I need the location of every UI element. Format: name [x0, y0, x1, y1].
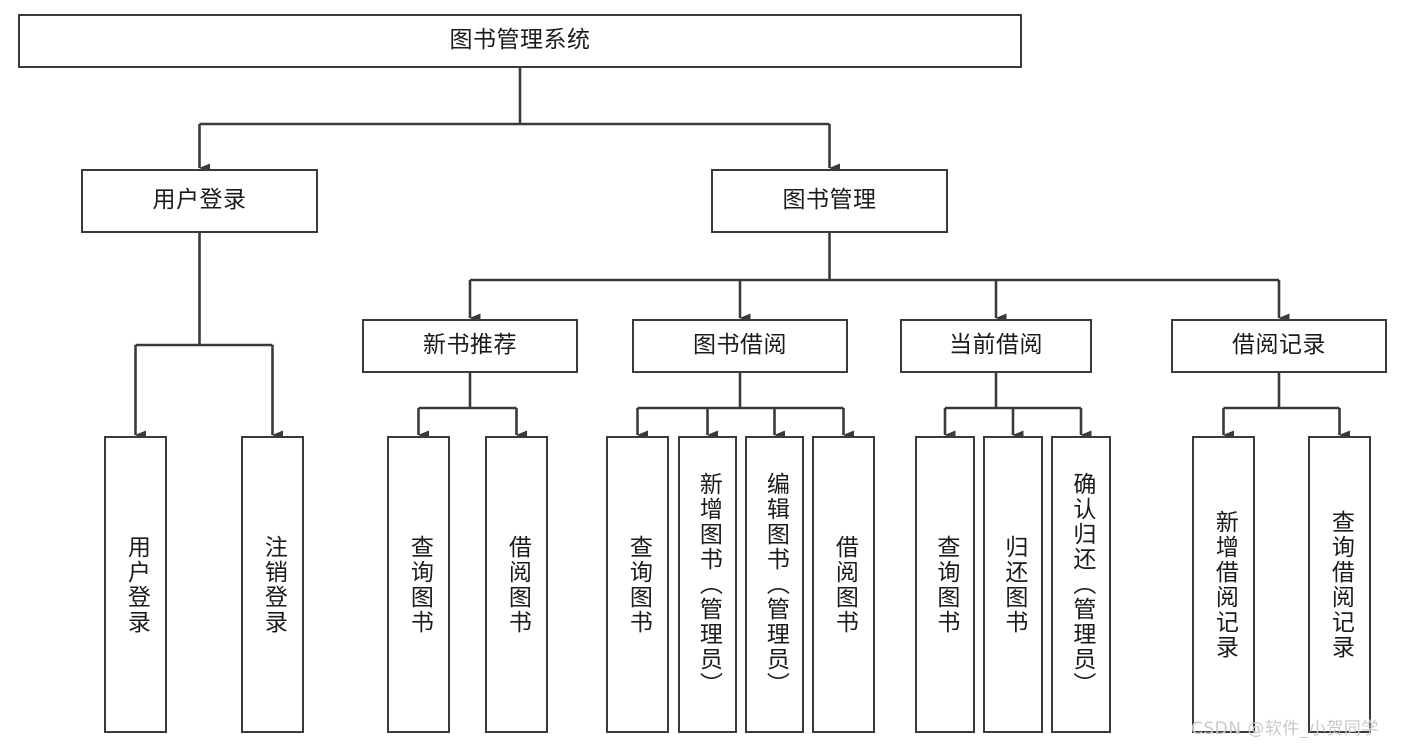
node-label-root: 图书管理系统	[449, 27, 591, 54]
node-label-book-borrow: 图书借阅	[693, 332, 787, 359]
node-user-login[interactable]: 用户登录	[81, 169, 318, 233]
node-leaf-return-book[interactable]: 归还图书	[983, 436, 1043, 733]
node-label-leaf-query-record: 查询借阅记录	[1327, 509, 1354, 660]
node-label-borrow-record: 借阅记录	[1232, 332, 1326, 359]
node-label-leaf-add-book: 新增图书（管理员）	[695, 472, 722, 697]
node-borrow-record[interactable]: 借阅记录	[1171, 319, 1387, 373]
node-label-leaf-borrow-book-1: 借阅图书	[504, 534, 531, 635]
node-label-book-manage: 图书管理	[782, 187, 877, 214]
node-label-user-login: 用户登录	[152, 187, 247, 214]
node-label-leaf-borrow-book-2: 借阅图书	[831, 534, 858, 635]
node-label-leaf-logout: 注销登录	[260, 534, 287, 635]
node-label-leaf-add-record: 新增借阅记录	[1211, 509, 1238, 660]
node-label-leaf-query-book-3: 查询图书	[932, 534, 959, 635]
node-label-current-borrow: 当前借阅	[949, 332, 1043, 359]
node-label-leaf-confirm-return: 确认归还（管理员）	[1068, 472, 1095, 697]
node-label-leaf-edit-book: 编辑图书（管理员）	[762, 472, 789, 697]
node-leaf-user-login[interactable]: 用户登录	[104, 436, 167, 733]
node-leaf-query-book-1[interactable]: 查询图书	[387, 436, 450, 733]
node-leaf-query-book-3[interactable]: 查询图书	[915, 436, 975, 733]
node-new-book-rec[interactable]: 新书推荐	[362, 319, 578, 373]
node-root[interactable]: 图书管理系统	[18, 14, 1022, 68]
node-label-leaf-query-book-1: 查询图书	[406, 534, 433, 635]
node-leaf-query-record[interactable]: 查询借阅记录	[1308, 436, 1371, 733]
node-label-leaf-query-book-2: 查询图书	[625, 534, 652, 635]
node-label-leaf-return-book: 归还图书	[1000, 534, 1027, 635]
node-current-borrow[interactable]: 当前借阅	[900, 319, 1092, 373]
node-label-new-book-rec: 新书推荐	[423, 332, 517, 359]
node-leaf-borrow-book-2[interactable]: 借阅图书	[812, 436, 875, 733]
node-book-manage[interactable]: 图书管理	[711, 169, 948, 233]
node-label-leaf-user-login: 用户登录	[123, 534, 150, 635]
node-leaf-borrow-book-1[interactable]: 借阅图书	[485, 436, 548, 733]
node-leaf-confirm-return[interactable]: 确认归还（管理员）	[1051, 436, 1111, 733]
node-book-borrow[interactable]: 图书借阅	[632, 319, 848, 373]
node-leaf-edit-book[interactable]: 编辑图书（管理员）	[745, 436, 804, 733]
node-leaf-query-book-2[interactable]: 查询图书	[606, 436, 669, 733]
node-leaf-logout[interactable]: 注销登录	[241, 436, 304, 733]
node-leaf-add-record[interactable]: 新增借阅记录	[1192, 436, 1255, 733]
node-leaf-add-book[interactable]: 新增图书（管理员）	[678, 436, 737, 733]
